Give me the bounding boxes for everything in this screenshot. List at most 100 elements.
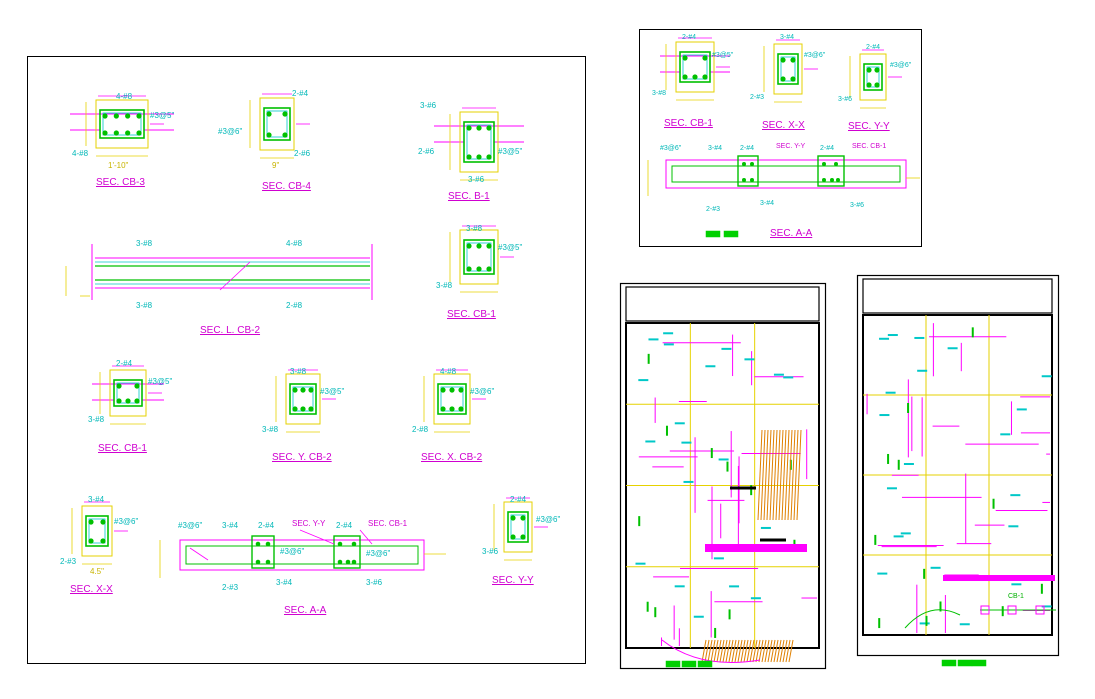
top-bar	[476, 243, 482, 249]
hatch-line	[785, 639, 791, 663]
concrete-outline	[433, 373, 471, 425]
bottom-bar	[266, 132, 272, 138]
stirrup-note: #3@6"	[470, 387, 495, 396]
rebar-note: 3-#8	[262, 425, 279, 434]
cover-line	[866, 66, 880, 88]
aa-rebar	[750, 162, 754, 166]
hatch-line	[784, 429, 790, 521]
bottom-bar	[510, 534, 516, 540]
top-bar	[134, 383, 140, 389]
plan-left-frame	[619, 282, 827, 670]
aa-rebar	[265, 559, 271, 565]
hatch-line	[716, 639, 722, 663]
cover-line	[780, 56, 796, 82]
plan-top-strip	[862, 278, 1053, 314]
top-bar	[136, 113, 142, 119]
hatch-line	[767, 639, 773, 663]
bottom-bar	[116, 398, 122, 404]
aa-rebar	[822, 178, 826, 182]
bottom-bar	[125, 130, 131, 136]
bottom-bar	[440, 406, 446, 412]
beam-section	[449, 225, 514, 293]
hatch-line	[763, 429, 769, 521]
aa-rebar	[255, 559, 261, 565]
aa-rebar	[351, 559, 357, 565]
concrete-outline	[459, 111, 499, 173]
section-title-r-yy: SEC. Y-Y	[848, 121, 890, 132]
hatch-line	[772, 429, 778, 521]
scale-bar-segment	[705, 230, 721, 238]
rebar-note: 2-#4	[336, 521, 353, 530]
rebar-note: 2-#4	[258, 521, 275, 530]
concrete-outline	[859, 53, 887, 101]
rebar-note: 3-#4	[276, 578, 293, 587]
top-bar	[466, 243, 472, 249]
rebar-note: 2-#4	[866, 44, 881, 51]
aa-column-c	[333, 535, 361, 569]
stirrup	[777, 53, 799, 85]
right-sheet-sections	[647, 37, 920, 238]
aa-rebar	[834, 162, 838, 166]
section-title-yy: SEC. Y-Y	[492, 575, 534, 586]
rebar-note: 4-#8	[440, 367, 457, 376]
stirrup-note: #3@6"	[218, 127, 243, 136]
rebar-note: 2-#4	[116, 359, 133, 368]
column-mark	[1035, 605, 1045, 615]
top-bar	[292, 387, 298, 393]
section-title-b1: SEC. B-1	[448, 191, 490, 202]
plan-top-strip	[625, 286, 820, 322]
stirrup	[463, 121, 495, 163]
dim-note: 4.5"	[90, 567, 104, 576]
left-sheet-sections	[65, 93, 548, 578]
top-bar	[116, 383, 122, 389]
rebar-note: 4-#8	[286, 239, 303, 248]
arc-line	[661, 639, 761, 663]
bottom-bar	[476, 154, 482, 160]
rebar-note: 2-#6	[294, 149, 311, 158]
bottom-bar	[466, 266, 472, 272]
stirrup-note: #3@6"	[890, 62, 912, 69]
cover-line	[510, 514, 526, 540]
bottom-bar	[780, 76, 786, 82]
bottom-bar	[308, 406, 314, 412]
hatch-line	[704, 639, 710, 663]
top-bar	[874, 67, 880, 73]
hatch-line	[752, 639, 758, 663]
dim-note: 1'-10"	[108, 161, 129, 170]
stirrup-note: #3@6"	[280, 547, 305, 556]
cover-line	[88, 518, 106, 544]
section-ref: SEC. Y-Y	[292, 519, 326, 528]
plan-beam-tag: CB-1	[1008, 593, 1024, 600]
hatch-line	[728, 639, 734, 663]
bottom-bar	[702, 74, 708, 80]
hatch-line	[773, 639, 779, 663]
hatch-line	[707, 639, 713, 663]
rebar-note: 2-#8	[286, 301, 303, 310]
rebar-note: 3-#8	[136, 239, 153, 248]
rebar-note: 3-#4	[780, 34, 795, 41]
hatch-line	[725, 639, 731, 663]
rebar-note: 4-#8	[72, 149, 89, 158]
top-bar	[702, 55, 708, 61]
stirrup	[85, 515, 109, 547]
rebar-note: 2-#8	[412, 425, 429, 434]
beam-section	[849, 49, 902, 109]
hatch-line	[719, 639, 725, 663]
hatch-line	[760, 429, 766, 521]
bottom-bar	[292, 406, 298, 412]
top-bar	[486, 243, 492, 249]
concrete-outline	[109, 369, 147, 417]
rebar-note: 2-#3	[706, 206, 721, 213]
aa-rebar	[345, 559, 351, 565]
arc-line	[904, 609, 961, 629]
stirrup	[679, 51, 711, 83]
concrete-outline	[503, 501, 533, 553]
rebar-note: 3-#8	[88, 415, 105, 424]
section-ref: SEC. CB-1	[368, 519, 408, 528]
rebar-note: 3-#6	[838, 96, 853, 103]
scale-bar-segment	[697, 660, 713, 668]
bottom-bar	[102, 130, 108, 136]
rebar-note: 2-#4	[740, 145, 755, 152]
hatch-line	[749, 639, 755, 663]
